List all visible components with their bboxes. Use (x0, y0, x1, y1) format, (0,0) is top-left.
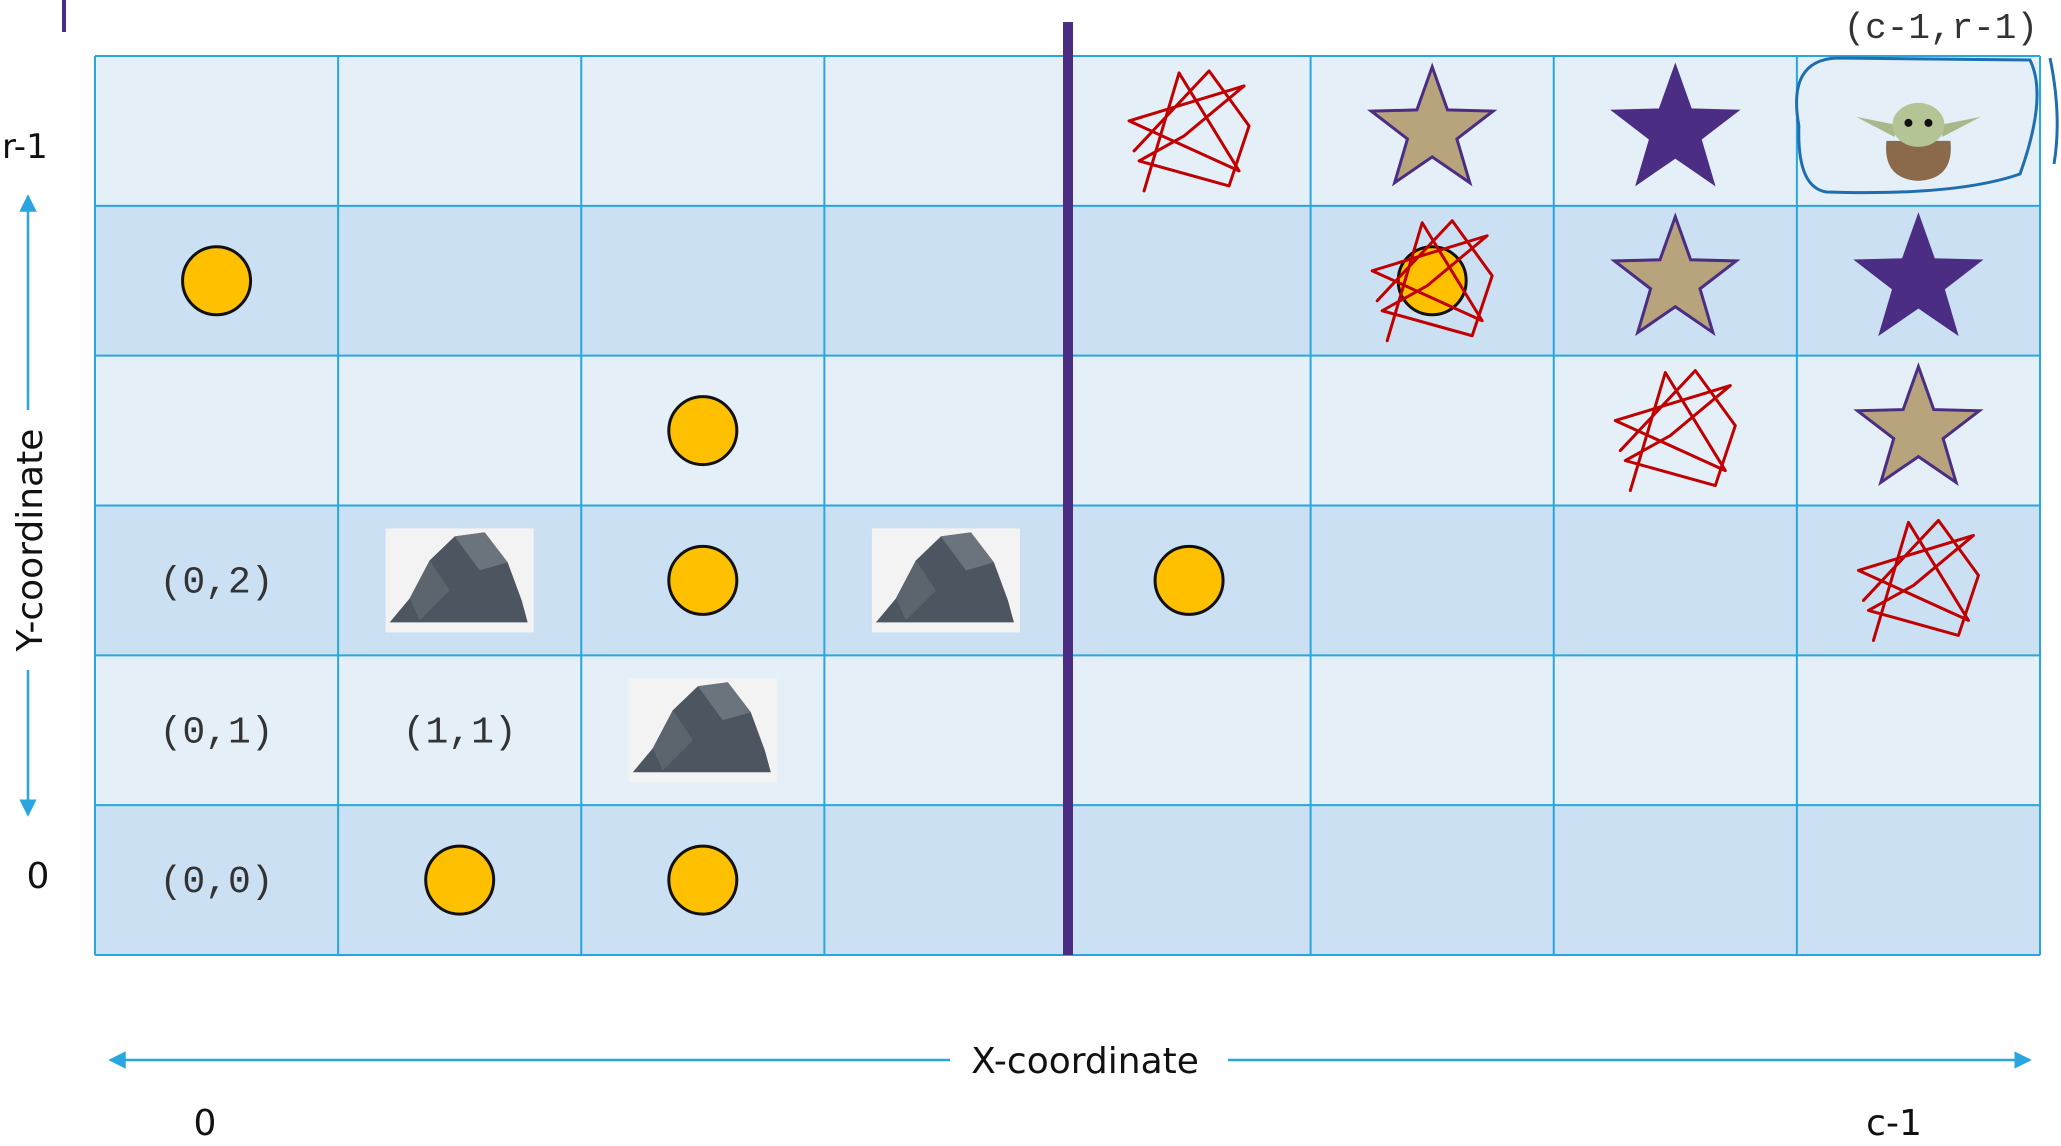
cell-labels: (0,2) (0,1) (1,1) (0,0) (160, 561, 517, 904)
coin-icon (667, 395, 739, 467)
highlight-outline-tail (2048, 57, 2059, 165)
coin-icon (667, 844, 739, 916)
purple-star-icon (1853, 212, 1984, 337)
coin-icon (667, 544, 739, 616)
scribbled-star-icon (1613, 369, 1737, 493)
tan-star-icon (1367, 62, 1498, 187)
cell-coordinate-label: (0,0) (160, 861, 274, 904)
highlight-outline (1795, 56, 2039, 195)
corner-label: (c-1,r-1) (1844, 8, 2038, 49)
slide-accent-bar (62, 0, 66, 32)
purple-star-icon (1610, 62, 1741, 187)
x-axis-label: X-coordinate (971, 1041, 1199, 1082)
x-axis-left-label: 0 (194, 1103, 217, 1144)
scribbled-star-icon (1856, 518, 1980, 642)
scribbled-star-icon (1370, 219, 1494, 343)
tan-star-icon (1610, 212, 1741, 337)
tan-star-icon (1853, 362, 1984, 487)
x-axis: X-coordinate 0 c-1 (108, 1041, 2032, 1144)
rock-icon (871, 528, 1020, 633)
cell-coordinate-label: (0,1) (160, 711, 274, 754)
x-axis-right-label: c-1 (1866, 1103, 1922, 1144)
grid-objects (181, 56, 2059, 916)
coin-icon (424, 844, 496, 916)
y-axis-bottom-label: 0 (27, 856, 50, 897)
rock-icon (385, 528, 534, 633)
coin-icon (181, 245, 253, 317)
y-axis: r-1 Y-coordinate 0 (2, 127, 51, 897)
scribbled-star-icon (1127, 69, 1251, 193)
y-axis-top-label: r-1 (2, 127, 48, 167)
baby-yoda-icon (1856, 102, 1981, 181)
coin-icon (1153, 544, 1225, 616)
y-axis-label: Y-coordinate (10, 429, 51, 653)
cell-coordinate-label: (0,2) (160, 561, 274, 604)
rock-icon (628, 678, 777, 783)
cell-coordinate-label: (1,1) (403, 711, 517, 754)
